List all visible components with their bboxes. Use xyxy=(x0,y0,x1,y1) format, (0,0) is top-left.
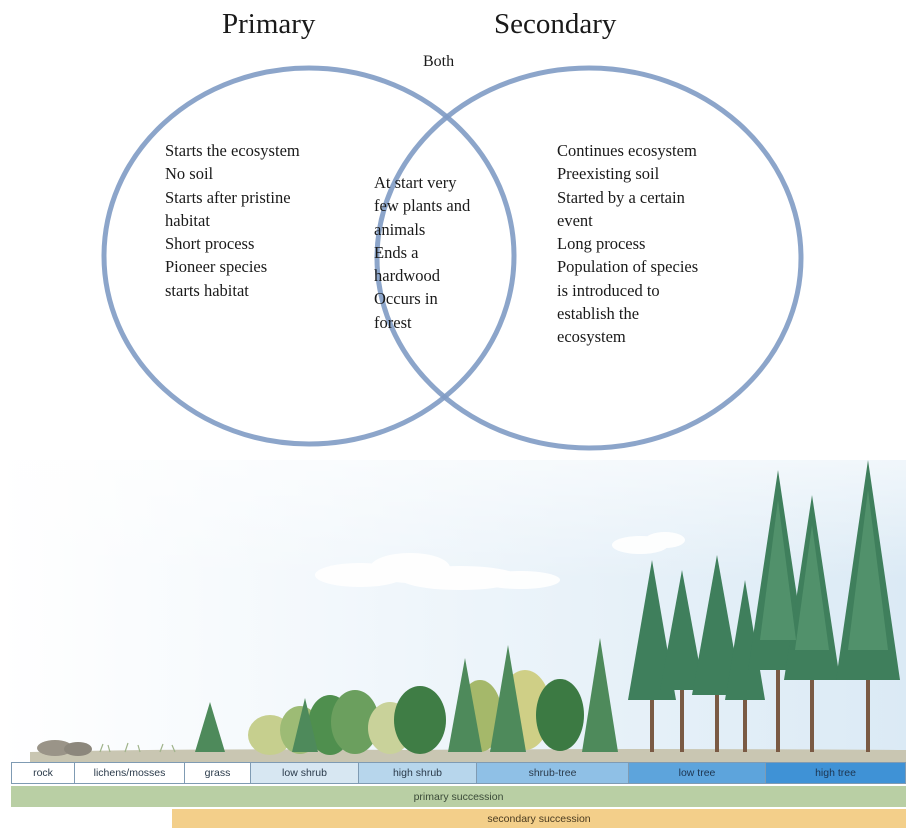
overlap-list: At start very few plants and animals End… xyxy=(374,171,470,334)
clouds xyxy=(315,532,685,590)
secondary-circle xyxy=(374,65,804,451)
tall-trees xyxy=(628,460,900,752)
primary-title: Primary xyxy=(222,8,316,40)
stage-grass: grass xyxy=(185,762,251,784)
overlap-item: few plants and xyxy=(374,196,471,216)
secondary-item: Population of species xyxy=(557,257,699,277)
secondary-item: Continues ecosystem xyxy=(557,141,697,160)
overlap-item: forest xyxy=(374,312,412,332)
stage-rock: rock xyxy=(11,762,75,784)
secondary-item: establish the xyxy=(557,304,640,324)
venn-diagram xyxy=(101,65,804,451)
primary-item: Starts after pristine xyxy=(165,187,291,207)
secondary-title: Secondary xyxy=(494,8,617,40)
primary-list: Starts the ecosystem No soil Starts afte… xyxy=(165,139,300,302)
overlap-item: Occurs in xyxy=(374,289,438,309)
secondary-item: is introduced to xyxy=(557,280,660,300)
primary-item: starts habitat xyxy=(165,280,249,300)
succession-landscape xyxy=(0,460,906,762)
primary-item: Short process xyxy=(165,234,255,254)
secondary-succession-bar: secondary succession xyxy=(172,809,906,828)
primary-item: habitat xyxy=(165,210,210,230)
secondary-list: Continues ecosystem Preexisting soil Sta… xyxy=(557,139,698,349)
primary-item: Pioneer species xyxy=(165,257,268,277)
stage-high-shrub: high shrub xyxy=(359,762,477,784)
overlap-item: Ends a xyxy=(374,242,419,262)
stage-low-tree: low tree xyxy=(629,762,766,784)
overlap-item: hardwood xyxy=(374,266,440,286)
stage-low-shrub: low shrub xyxy=(251,762,359,784)
both-label: Both xyxy=(423,53,455,70)
stage-shrub-tree: shrub-tree xyxy=(477,762,629,784)
small-conifers xyxy=(195,638,618,752)
grass xyxy=(99,742,176,753)
shrubs xyxy=(248,670,584,755)
primary-succession-bar: primary succession xyxy=(11,786,906,807)
primary-item: Starts the ecosystem xyxy=(165,141,300,160)
overlap-item: At start very xyxy=(374,173,457,192)
stage-high-tree: high tree xyxy=(766,762,906,784)
ground xyxy=(30,749,906,762)
primary-circle xyxy=(101,65,517,447)
stage-lichens-mosses: lichens/mosses xyxy=(75,762,185,784)
secondary-item: ecosystem xyxy=(557,327,626,347)
primary-item: No soil xyxy=(165,164,214,184)
secondary-item: event xyxy=(557,210,593,230)
secondary-item: Preexisting soil xyxy=(557,164,660,184)
stage-bar: rock lichens/mosses grass low shrub high… xyxy=(11,762,906,784)
secondary-item: Started by a certain xyxy=(557,187,685,207)
secondary-item: Long process xyxy=(557,234,646,254)
overlap-item: animals xyxy=(374,219,426,239)
rock xyxy=(37,740,92,756)
